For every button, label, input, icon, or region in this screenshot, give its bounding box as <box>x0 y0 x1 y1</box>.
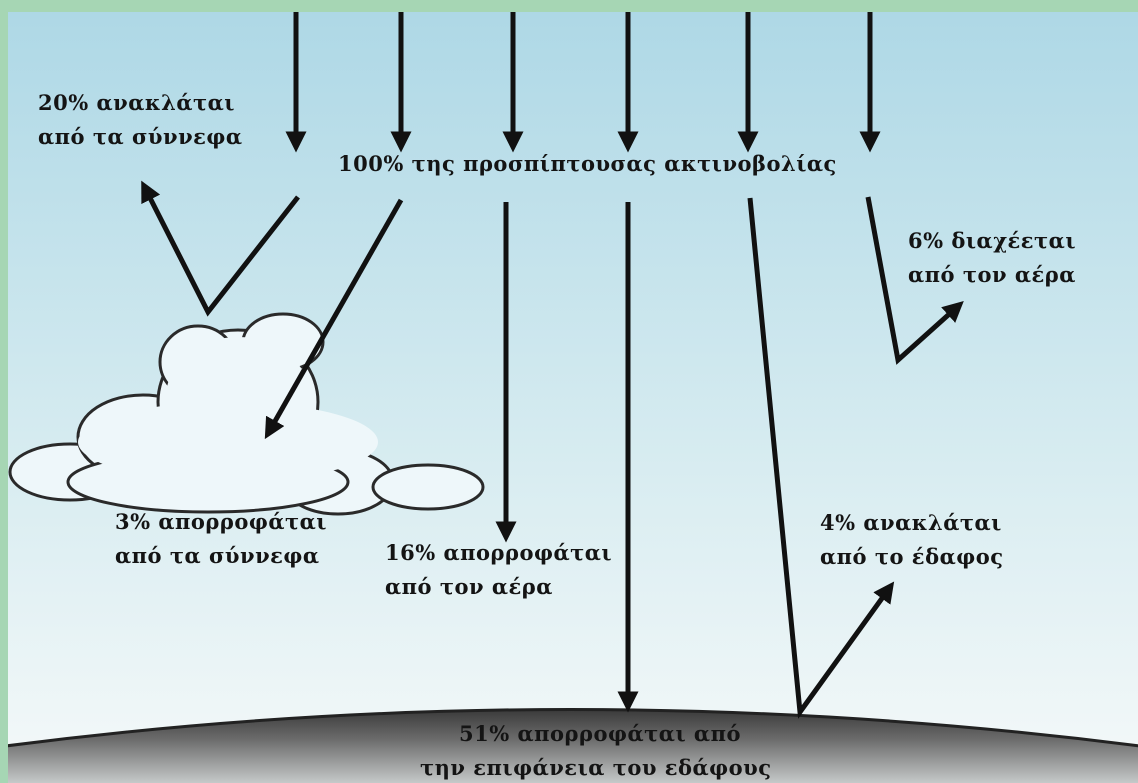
label-surface-absorption-line1: 51% απορροφάται από <box>450 717 750 751</box>
label-cloud-absorption-line1: 3% απορροφάται <box>115 505 327 539</box>
label-cloud-reflection: 20% ανακλάται από τα σύννεφα <box>38 86 243 154</box>
label-cloud-reflection-line1: 20% ανακλάται <box>38 86 243 120</box>
label-cloud-absorption-line2: από τα σύννεφα <box>115 539 327 573</box>
label-cloud-reflection-line2: από τα σύννεφα <box>38 120 243 154</box>
label-cloud-absorption: 3% απορροφάται από τα σύννεφα <box>115 505 327 573</box>
label-ground-reflection-line1: 4% ανακλάται <box>820 506 1004 540</box>
label-air-scattering-line2: από τον αέρα <box>908 258 1076 292</box>
label-air-scattering-line1: 6% διαχέεται <box>908 224 1076 258</box>
diagram-scene: 100% της προσπίπτουσας ακτινοβολίας 20% … <box>8 12 1138 783</box>
label-air-absorption: 16% απορροφάται από τον αέρα <box>385 536 612 604</box>
label-incoming-radiation: 100% της προσπίπτουσας ακτινοβολίας <box>338 147 837 181</box>
label-surface-absorption: 51% απορροφάται από την επιφάνεια του εδ… <box>450 717 750 783</box>
label-air-scattering: 6% διαχέεται από τον αέρα <box>908 224 1076 292</box>
label-surface-absorption-line2: την επιφάνεια του εδάφους <box>420 751 750 783</box>
label-ground-reflection-line2: από το έδαφος <box>820 540 1004 574</box>
label-air-absorption-line2: από τον αέρα <box>385 570 612 604</box>
label-air-absorption-line1: 16% απορροφάται <box>385 536 612 570</box>
label-incoming-text: 100% της προσπίπτουσας ακτινοβολίας <box>338 147 837 181</box>
label-ground-reflection: 4% ανακλάται από το έδαφος <box>820 506 1004 574</box>
